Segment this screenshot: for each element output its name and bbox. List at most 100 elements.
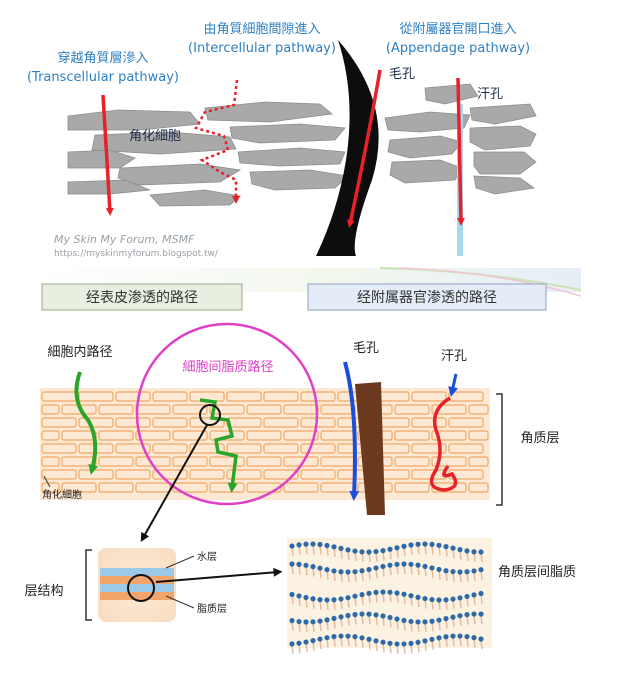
lipid-head (289, 591, 295, 598)
brick-cell (300, 469, 336, 480)
lipid-head (303, 639, 309, 645)
lipid-head (345, 569, 351, 575)
lipid-head (296, 640, 302, 646)
lipid-head (373, 612, 379, 618)
water-layer-band-1 (100, 568, 174, 576)
brick-cell (468, 482, 489, 493)
brick-cell (263, 469, 299, 480)
brick-cell (226, 391, 262, 402)
lipid-head (401, 617, 407, 624)
appendage-label-en: (Appendage pathway) (386, 41, 530, 56)
brick-cell (135, 482, 171, 493)
lipid-head (345, 595, 351, 601)
lipid-head (373, 638, 379, 644)
brick-cell (189, 469, 225, 480)
corneocyte-layer (67, 83, 537, 207)
lipid-head (303, 562, 309, 568)
bilayer-arrow (155, 567, 283, 583)
lipid-head (394, 590, 400, 596)
lipid-head (436, 635, 442, 641)
lipid-head (436, 542, 442, 548)
lipid-head (380, 589, 386, 595)
sweat-pathway-arrow (456, 77, 465, 226)
brick-cell (61, 456, 97, 467)
lipid-head (478, 567, 484, 573)
brick-cell (41, 456, 60, 467)
lipid-head (408, 593, 414, 599)
lipid-head (373, 589, 379, 595)
lipid-head (387, 589, 393, 595)
hair-pore-arrow (343, 361, 360, 501)
lipid-head (359, 592, 365, 598)
lipid-head (289, 561, 295, 567)
lipid-head (471, 568, 477, 574)
lipid-head (457, 595, 463, 601)
lipid-head (359, 568, 365, 574)
lipid-head (450, 569, 456, 575)
brick-cell (172, 456, 208, 467)
lipid-head (429, 636, 435, 642)
transcellular-arrow (101, 94, 114, 216)
brick-cell (115, 469, 151, 480)
lipid-head (401, 641, 407, 647)
section-header-left (41, 283, 243, 311)
brick-cell (263, 417, 299, 428)
lipid-head (345, 547, 351, 553)
lipid-head (429, 596, 435, 603)
lipid-head (366, 590, 372, 596)
lipid-head (366, 549, 372, 555)
lipid-head (457, 569, 463, 575)
lipid-head (373, 565, 379, 571)
brick-cell (61, 482, 97, 493)
sweat-pore-label-bottom: 汗孔 (441, 349, 467, 364)
lipid-head (429, 618, 435, 624)
brick-cell (41, 443, 77, 454)
bottom-panel: 经表皮渗透的路径 经附属器官渗透的路径 細胞内路径 細胞间脂质路径 毛孔 汗孔 … (24, 267, 582, 655)
lipid-head (415, 541, 421, 547)
lipid-head (366, 636, 372, 642)
brick-cell (152, 443, 188, 454)
lipid-head (359, 611, 365, 617)
lipid-head (289, 543, 295, 549)
brick-cell (172, 430, 208, 441)
sweat-pore-arrow (448, 373, 458, 397)
lipid-head (422, 541, 428, 547)
brick-cell (41, 430, 60, 441)
lipid-head (366, 611, 372, 617)
lipid-head (387, 546, 393, 552)
lipid-head (394, 616, 400, 622)
brick-cell (98, 456, 134, 467)
watermark-url: https://myskinmyforum.blogspot.tw/ (54, 249, 219, 259)
layer-structure-bracket (85, 549, 92, 621)
sweat-pore-label: 汗孔 (477, 87, 503, 102)
lipid-head (415, 594, 421, 600)
lipid-head (394, 545, 400, 551)
lipid-head (352, 569, 358, 575)
brick-cell (468, 404, 489, 415)
brick-cell (41, 469, 77, 480)
lipid-head (338, 596, 344, 602)
brick-cell (283, 482, 319, 493)
brick-cell (246, 404, 282, 415)
stratum-corneum-bracket (496, 393, 503, 506)
lipid-head (303, 619, 309, 625)
lipid-head (422, 563, 428, 570)
lipid-head (366, 566, 372, 573)
lipid-head (289, 641, 295, 647)
brick-cell (448, 417, 484, 428)
brick-cell (246, 456, 282, 467)
lipid-head (401, 543, 407, 549)
hair-follicle (355, 382, 385, 515)
hair-pore-label: 毛孔 (389, 67, 415, 82)
brick-cell (41, 391, 77, 402)
brick-cell (411, 391, 447, 402)
lipid-head (296, 593, 302, 599)
lipid-head (296, 561, 302, 567)
brick-cell (98, 482, 134, 493)
lipid-head (471, 611, 477, 617)
brick-cell (468, 456, 489, 467)
brick-cell (98, 404, 134, 415)
lipid-head (415, 562, 421, 568)
lipid-head (394, 641, 400, 647)
